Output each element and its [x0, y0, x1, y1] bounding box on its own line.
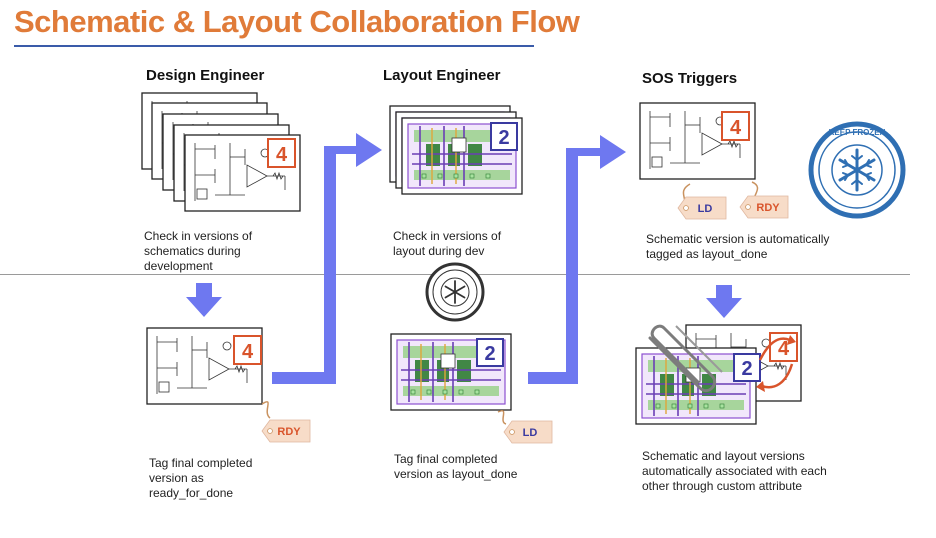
schematic-version-badge-top: 4 — [267, 138, 296, 168]
tag-label-ready: RDY — [756, 202, 780, 214]
tag-icon: LD — [497, 409, 553, 444]
schematic-version-number: 4 — [730, 117, 742, 139]
paperclip-icon — [648, 324, 723, 393]
caption-sos-associate: Schematic and layout versions automatica… — [642, 449, 827, 493]
caption-layout-checkin: Check in versions of layout during dev — [393, 229, 502, 258]
schematic-version-number: 4 — [276, 144, 288, 166]
flow-arrow-icon — [272, 133, 382, 384]
schematic-final: 4 — [146, 327, 263, 405]
column-header-sos-triggers: SOS Triggers — [642, 70, 738, 87]
tag-label-ready: RDY — [277, 426, 301, 438]
schematic-version-number: 4 — [242, 341, 254, 363]
keep-frozen-seal-icon — [425, 262, 485, 322]
caption-design-tag: Tag final completed version as ready_for… — [149, 456, 253, 500]
tag-label-layout-done: LD — [523, 427, 538, 439]
column-header-layout-engineer: Layout Engineer — [383, 67, 501, 84]
schematic-autotagged: 4 — [639, 102, 756, 180]
caption-sos-autotag: Schematic version is automatically tagge… — [646, 232, 830, 261]
title-underline — [14, 45, 534, 47]
tag-label-layout-done: LD — [698, 203, 713, 215]
associated-versions: 4 2 — [635, 324, 802, 425]
column-header-design-engineer: Design Engineer — [146, 67, 265, 84]
tag-icon: RDY — [739, 181, 789, 219]
layout-final: 2 — [390, 333, 512, 411]
tag-icon: LD — [677, 183, 727, 220]
flow-arrow-icon — [706, 285, 742, 318]
caption-layout-tag: Tag final completed version as layout_do… — [394, 452, 518, 481]
schematic-version-number: 4 — [778, 338, 790, 360]
keep-frozen-seal-icon: KEEP FROZEN — [811, 124, 903, 216]
caption-design-checkin: Check in versions of schematics during d… — [144, 229, 253, 273]
tag-icon: RDY — [261, 401, 311, 443]
seal-text: KEEP FROZEN — [829, 128, 886, 137]
layout-version-badge-top: 2 — [490, 122, 518, 151]
flow-arrow-icon — [528, 135, 626, 384]
flow-arrow-icon — [186, 283, 222, 317]
layout-version-number: 2 — [498, 127, 509, 149]
page-title: Schematic & Layout Collaboration Flow — [14, 4, 580, 39]
layout-version-number: 2 — [484, 343, 495, 365]
layout-version-number: 2 — [741, 358, 752, 380]
